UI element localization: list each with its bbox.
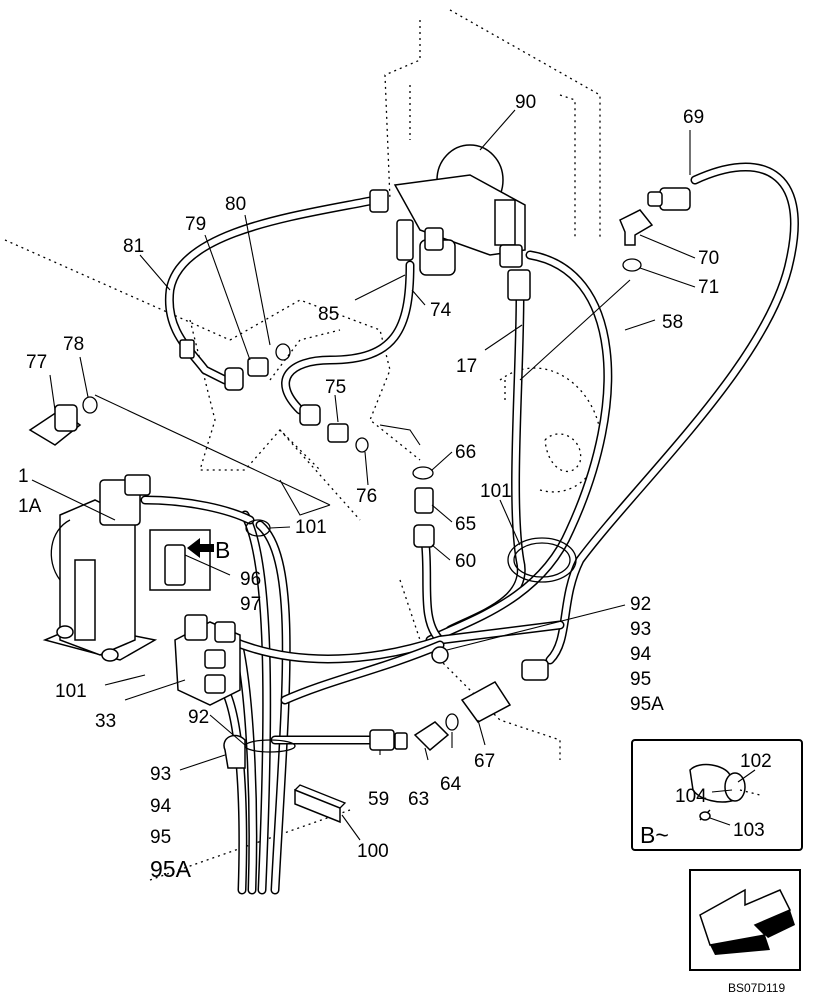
direction-arrow xyxy=(689,869,801,971)
callout-labels: 90 69 80 79 81 70 71 85 74 58 78 77 75 1… xyxy=(18,92,785,995)
label-95-right: 95 xyxy=(630,669,651,690)
drawing-code: BS07D119 xyxy=(728,981,785,995)
label-1: 1 xyxy=(18,466,29,487)
label-95a-left: 95A xyxy=(150,856,192,882)
label-1a: 1A xyxy=(18,496,42,517)
fitting-79 xyxy=(224,357,269,391)
fitting-75 xyxy=(299,404,349,443)
label-74: 74 xyxy=(430,300,452,321)
label-58: 58 xyxy=(662,312,683,333)
oring-64 xyxy=(445,713,459,731)
frame-outline xyxy=(4,9,602,881)
label-101-mid: 101 xyxy=(295,517,327,538)
label-17: 17 xyxy=(456,356,477,377)
label-94-left: 94 xyxy=(150,796,172,817)
label-81: 81 xyxy=(123,236,144,257)
label-90: 90 xyxy=(515,92,536,113)
label-79: 79 xyxy=(185,214,206,235)
label-33: 33 xyxy=(95,711,116,732)
arrow-B xyxy=(187,538,214,558)
label-66: 66 xyxy=(455,442,476,463)
elbow-63 xyxy=(413,721,450,752)
label-64: 64 xyxy=(440,774,462,795)
fitting-92 xyxy=(521,659,549,681)
label-80: 80 xyxy=(225,194,246,215)
label-95-left: 95 xyxy=(150,827,171,848)
fitting-60 xyxy=(413,524,435,548)
label-59: 59 xyxy=(368,789,389,810)
hose-58 xyxy=(425,250,613,645)
hose-69 xyxy=(545,162,799,665)
oring-71 xyxy=(622,258,642,272)
hose-loop-101 xyxy=(507,537,577,583)
oring-76 xyxy=(355,437,369,453)
fitting-69 xyxy=(647,187,691,211)
union-65 xyxy=(414,487,434,514)
label-102: 102 xyxy=(740,751,772,772)
label-75: 75 xyxy=(325,377,346,398)
label-97: 97 xyxy=(240,594,261,615)
oring-66 xyxy=(412,466,434,480)
label-71: 71 xyxy=(698,277,719,298)
label-96: 96 xyxy=(240,569,261,590)
fittings-valve xyxy=(179,189,531,359)
oring-80 xyxy=(275,343,291,361)
label-101-top: 101 xyxy=(480,481,512,502)
label-60: 60 xyxy=(455,551,476,572)
fitting-59 xyxy=(369,729,408,751)
label-B-view: B~ xyxy=(640,822,669,848)
hose-60 xyxy=(420,535,445,645)
valve-block-33 xyxy=(174,614,241,706)
label-95a-right: 95A xyxy=(630,694,664,715)
label-69: 69 xyxy=(683,107,704,128)
label-104: 104 xyxy=(675,786,707,807)
label-85: 85 xyxy=(318,304,339,325)
label-93-left: 93 xyxy=(150,764,171,785)
label-92-left: 92 xyxy=(188,707,209,728)
label-65: 65 xyxy=(455,514,476,535)
fitting-77 xyxy=(28,404,82,446)
lead-lines-misc xyxy=(94,394,421,516)
label-67: 67 xyxy=(474,751,495,772)
tee-67 xyxy=(460,681,512,723)
label-100: 100 xyxy=(357,841,389,862)
hose-bundle-main xyxy=(140,495,565,895)
label-94-right: 94 xyxy=(630,644,652,665)
callout-leaders xyxy=(31,109,756,841)
label-77: 77 xyxy=(26,352,47,373)
hose-74 xyxy=(281,260,415,415)
label-76: 76 xyxy=(356,486,377,507)
label-92-right: 92 xyxy=(630,594,651,615)
label-63: 63 xyxy=(408,789,429,810)
elbow-70 xyxy=(619,209,654,246)
label-93-right: 93 xyxy=(630,619,651,640)
label-103: 103 xyxy=(733,820,765,841)
label-78: 78 xyxy=(63,334,84,355)
label-70: 70 xyxy=(698,248,719,269)
bracket-100 xyxy=(294,784,347,824)
label-B: B xyxy=(215,537,230,563)
oring-78 xyxy=(82,396,98,414)
label-101-left: 101 xyxy=(55,681,87,702)
clamp-92 xyxy=(431,646,449,664)
